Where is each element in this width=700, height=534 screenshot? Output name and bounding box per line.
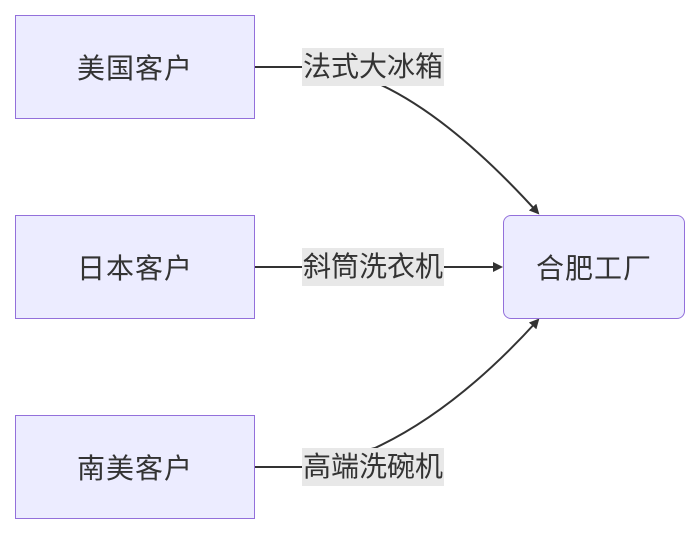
node-label: 美国客户 [76, 52, 193, 85]
edge-sa-to-factory [255, 318, 540, 468]
edge-label-fridge: 法式大冰箱 [302, 48, 445, 86]
node-label: 合肥工厂 [535, 252, 652, 285]
node-hefei-factory: 合肥工厂 [503, 215, 685, 319]
node-japan-customer: 日本客户 [15, 215, 255, 319]
edge-label-dishwasher: 高端洗碗机 [302, 448, 445, 486]
node-us-customer: 美国客户 [15, 15, 255, 119]
edge-us-to-factory [255, 66, 540, 215]
edge-label-washer: 斜筒洗衣机 [302, 248, 445, 286]
node-south-america-customer: 南美客户 [15, 415, 255, 519]
node-label: 南美客户 [76, 452, 193, 485]
node-label: 日本客户 [76, 252, 193, 285]
